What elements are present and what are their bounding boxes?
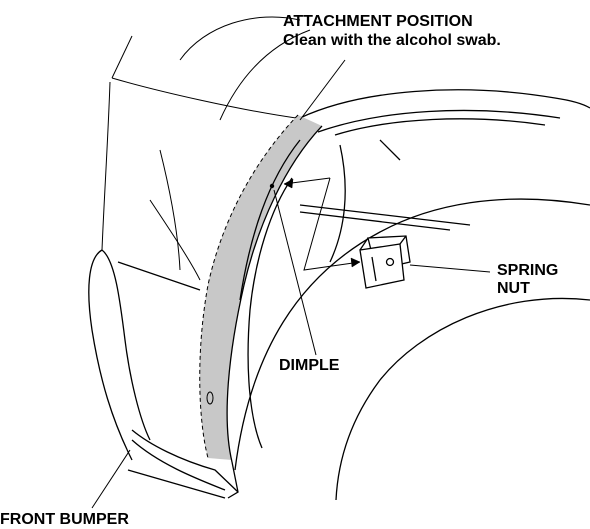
front-bumper-label: FRONT BUMPER bbox=[0, 511, 129, 528]
inner-contour-line bbox=[149, 199, 201, 281]
bumper-hole bbox=[206, 391, 214, 405]
front-bumper-leader bbox=[91, 449, 131, 509]
spring-nut-icon bbox=[359, 235, 411, 289]
attachment-note-label: Clean with the alcohol swab. bbox=[283, 32, 501, 49]
wheel-arch bbox=[234, 89, 590, 501]
wheel-arch-outer bbox=[299, 89, 590, 119]
dimple-mark bbox=[269, 183, 275, 189]
wheel-arch-inner bbox=[317, 109, 561, 133]
well-horizontal-line-2 bbox=[299, 211, 451, 231]
spring-nut-label-line2: NUT bbox=[497, 280, 530, 297]
tire-inner-arc bbox=[335, 297, 590, 501]
bumper-front-face bbox=[101, 249, 151, 441]
dimple-leader bbox=[273, 189, 317, 356]
body-side-line bbox=[101, 81, 111, 251]
fender-lip bbox=[227, 461, 239, 499]
spring-nut-fold-2 bbox=[399, 235, 407, 245]
fender-edge-outer bbox=[226, 125, 323, 463]
attachment-position-label: ATTACHMENT POSITION bbox=[283, 13, 473, 30]
fender-edge-inner bbox=[239, 139, 301, 301]
wheel-well-lip bbox=[334, 118, 546, 136]
well-inner-line bbox=[379, 139, 401, 161]
bumper-lower-edge-2 bbox=[131, 439, 226, 491]
dimple-label: DIMPLE bbox=[279, 357, 340, 374]
spring-nut-leader bbox=[409, 264, 491, 273]
fender-crease-line bbox=[159, 149, 181, 271]
front-bumper bbox=[88, 249, 239, 499]
well-upper-line bbox=[329, 144, 346, 263]
dimple-arrowhead bbox=[283, 178, 294, 189]
spring-nut-hole bbox=[385, 257, 395, 267]
fender-flange bbox=[247, 177, 293, 449]
tire-outline bbox=[234, 198, 590, 471]
spring-nut-label-line1: SPRING bbox=[497, 262, 559, 279]
spring-nut-fold bbox=[359, 237, 369, 251]
attachment-dashed-edge bbox=[199, 114, 299, 459]
leader-lines bbox=[91, 59, 491, 509]
body-outline bbox=[101, 16, 311, 281]
bumper-lower-edge bbox=[131, 429, 239, 493]
fender-top-curve bbox=[179, 16, 301, 61]
spring-nut-front bbox=[359, 243, 405, 289]
body-crease-line bbox=[111, 77, 297, 119]
hood-edge-line bbox=[111, 35, 133, 79]
fender-edge bbox=[226, 125, 323, 499]
spring-nut-tab bbox=[371, 256, 377, 282]
arrow-leader-to-nut bbox=[303, 177, 361, 271]
nut-arrowhead bbox=[350, 257, 361, 268]
attachment-leader bbox=[299, 59, 346, 121]
well-horizontal-line bbox=[299, 204, 471, 226]
bumper-upper-line bbox=[117, 261, 201, 291]
bumper-outline bbox=[88, 249, 133, 461]
bumper-bottom-lip bbox=[127, 469, 226, 499]
attachment-position-band bbox=[199, 115, 322, 460]
